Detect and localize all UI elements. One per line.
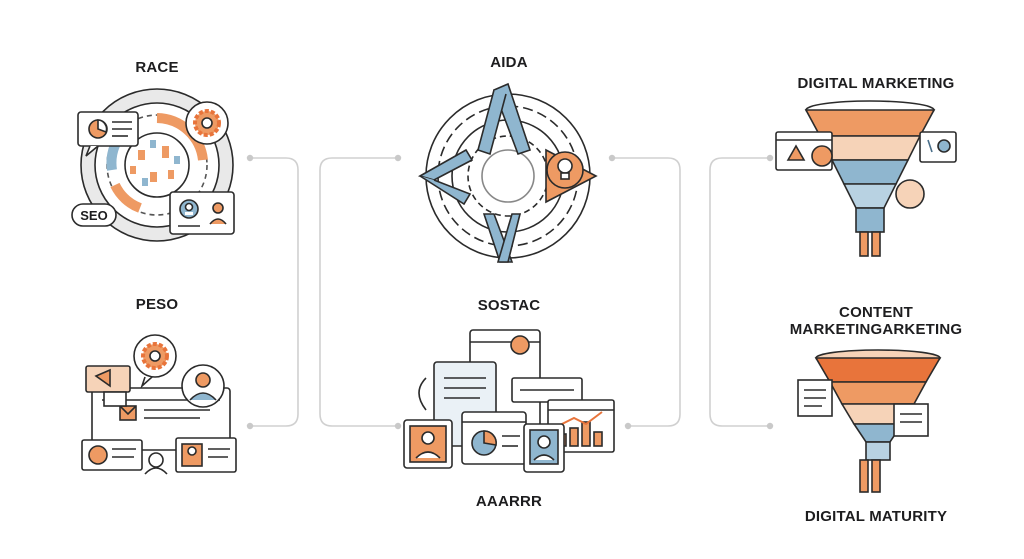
person-icon: [144, 452, 168, 475]
document-icon: [775, 131, 833, 171]
seo-badge: [71, 203, 117, 227]
megaphone-icon: [85, 365, 131, 407]
gear-icon: [185, 101, 229, 145]
chart-icon: [461, 411, 527, 465]
label-race: RACE: [135, 59, 179, 76]
document-icon: [893, 403, 929, 437]
sostac-illustration: [403, 329, 615, 473]
label-aaarrr: AAARRR: [475, 493, 543, 510]
label-peso: PESO: [135, 296, 179, 313]
digital-marketing-funnel: [775, 100, 957, 257]
label-aida: AIDA: [490, 54, 528, 71]
person-icon: [181, 364, 225, 408]
label-content-marketing-1: CONTENT: [839, 304, 913, 321]
lightbulb-icon: [546, 151, 584, 189]
peso-illustration: [81, 334, 237, 475]
seo-badge-label: SEO: [80, 208, 107, 223]
label-digital-marketing: DIGITAL MARKETING: [797, 75, 955, 92]
label-sostac: SOSTAC: [477, 297, 541, 314]
person-icon: [403, 419, 453, 469]
race-illustration: [71, 88, 235, 242]
gear-icon: [895, 179, 925, 209]
person-icon: [523, 423, 565, 473]
connector-dots: [246, 154, 774, 430]
settings-card: [919, 131, 957, 163]
gear-icon: [133, 334, 177, 389]
label-digital-maturity: DIGITAL MATURITY: [804, 508, 948, 525]
person-card-left: [81, 439, 143, 471]
chart-icon: [77, 111, 139, 157]
document-icon: [797, 379, 833, 417]
profile-card: [169, 191, 235, 235]
content-marketing-funnel: [797, 349, 942, 493]
label-content-marketing-2: MARKETINGARKETING: [789, 321, 963, 338]
person-card-right: [175, 437, 237, 473]
connector-lines: [250, 157, 770, 427]
